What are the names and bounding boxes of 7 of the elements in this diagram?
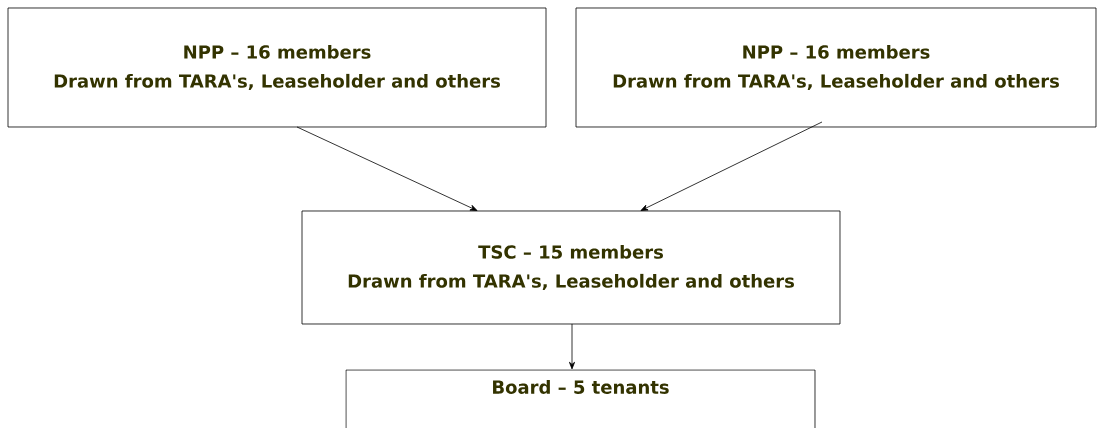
text-box: Board – 5 tenants — [345, 369, 816, 428]
text-box: NPP – 16 members Drawn from TARA's, Leaseholder and others — [7, 7, 547, 128]
arrow — [640, 121, 823, 211]
text-box: TSC – 15 members Drawn from TARA's, Leaseholder and others — [301, 210, 841, 325]
text-box: NPP – 16 members Drawn from TARA's, Leaseholder and others — [575, 7, 1097, 128]
arrow — [296, 126, 478, 211]
arrow — [569, 323, 575, 370]
